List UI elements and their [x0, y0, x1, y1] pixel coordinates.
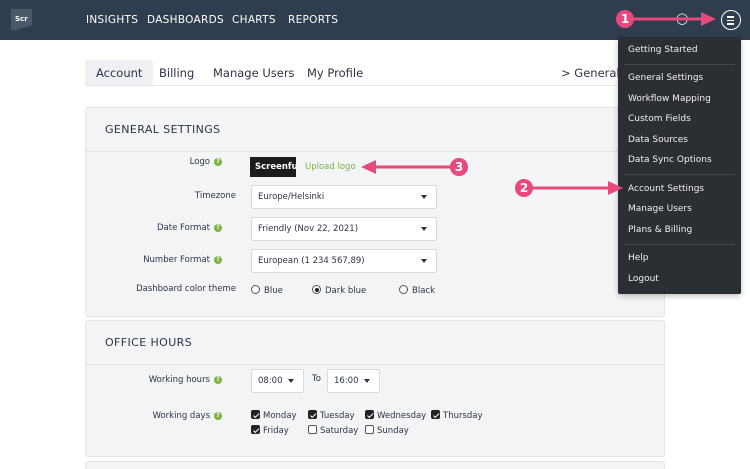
menu-item-custom-fields[interactable]: Custom Fields [628, 114, 691, 124]
menu-item-logout[interactable]: Logout [628, 274, 659, 284]
office-hours-title: OFFICE HOURS [105, 336, 193, 349]
day-checkbox-wednesday[interactable]: Wednesday [365, 410, 426, 421]
tab-manage-users[interactable]: Manage Users [213, 66, 295, 80]
settings-dropdown-menu: Getting Started General Settings Workflo… [618, 37, 741, 294]
theme-radio-blue[interactable]: Blue [251, 285, 283, 296]
menu-item-data-sources[interactable]: Data Sources [628, 135, 688, 145]
menu-divider [624, 244, 735, 245]
number-format-select[interactable]: European (1 234 567,89) [251, 249, 437, 273]
app-logo[interactable]: Scr [11, 9, 32, 30]
nav-reports[interactable]: REPORTS [288, 14, 339, 26]
annotation-arrow-2-head [608, 181, 623, 195]
nav-insights[interactable]: INSIGHTS [86, 14, 139, 26]
day-checkbox-tuesday[interactable]: Tuesday [308, 410, 355, 421]
day-checkbox-monday[interactable]: Monday [251, 410, 297, 421]
theme-radio-black[interactable]: Black [399, 285, 435, 296]
help-icon: ? [214, 157, 222, 166]
timezone-label: Timezone [194, 191, 236, 201]
working-hours-label: Working hours? [72, 375, 222, 385]
annotation-badge-3: 3 [450, 158, 468, 176]
annotation-arrow-1-head [701, 12, 716, 26]
annotation-badge-1: 1 [616, 10, 634, 28]
menu-item-data-sync-options[interactable]: Data Sync Options [628, 155, 712, 165]
annotation-arrow-3-head [361, 160, 376, 174]
date-format-select[interactable]: Friendly (Nov 22, 2021) [251, 217, 437, 241]
help-icon: ? [214, 411, 222, 420]
menu-item-manage-users[interactable]: Manage Users [628, 204, 692, 214]
day-checkbox-saturday[interactable]: Saturday [308, 425, 358, 436]
tab-general-settings[interactable]: > General S [561, 66, 631, 80]
day-checkbox-friday[interactable]: Friday [251, 425, 289, 436]
day-checkbox-thursday[interactable]: Thursday [431, 410, 483, 421]
menu-item-getting-started[interactable]: Getting Started [628, 45, 698, 55]
tab-account[interactable]: Account [85, 60, 154, 86]
help-icon: ? [214, 255, 222, 264]
menu-item-help[interactable]: Help [628, 253, 649, 263]
tab-my-profile[interactable]: My Profile [307, 66, 364, 80]
chevron-down-icon [421, 227, 427, 231]
brand-logo: Screenful [250, 157, 296, 177]
upload-logo-link[interactable]: Upload logo [305, 162, 356, 172]
day-checkbox-sunday[interactable]: Sunday [365, 425, 409, 436]
date-format-label: Date Format? [72, 223, 222, 233]
menu-item-workflow-mapping[interactable]: Workflow Mapping [628, 94, 711, 104]
to-label: To [312, 374, 321, 384]
help-icon: ? [214, 223, 222, 232]
chevron-down-icon [421, 259, 427, 263]
menu-item-plans-billing[interactable]: Plans & Billing [628, 225, 693, 235]
nav-dashboards[interactable]: DASHBOARDS [147, 14, 224, 26]
number-format-label: Number Format? [72, 255, 222, 265]
panel-divider [86, 364, 664, 365]
tab-underline [85, 85, 665, 86]
chevron-down-icon [364, 379, 370, 383]
working-days-label: Working days? [72, 411, 222, 421]
hours-to-select[interactable]: 16:00 [327, 369, 380, 393]
menu-item-account-settings[interactable]: Account Settings [628, 184, 705, 194]
hamburger-menu-button[interactable] [721, 10, 741, 30]
theme-label: Dashboard color theme [136, 284, 236, 294]
logo-label: Logo? [72, 157, 222, 167]
menu-divider [624, 174, 735, 175]
theme-radio-dark-blue[interactable]: Dark blue [312, 285, 366, 296]
timezone-select[interactable]: Europe/Helsinki [251, 185, 437, 209]
menu-divider [624, 64, 735, 65]
general-settings-title: GENERAL SETTINGS [105, 123, 221, 136]
next-panel [85, 461, 665, 469]
tab-billing[interactable]: Billing [159, 66, 195, 80]
general-settings-panel: GENERAL SETTINGS [85, 107, 665, 317]
annotation-badge-2: 2 [515, 179, 533, 197]
hours-from-select[interactable]: 08:00 [251, 369, 304, 393]
nav-charts[interactable]: CHARTS [232, 14, 276, 26]
menu-item-general-settings[interactable]: General Settings [628, 73, 704, 83]
chevron-down-icon [421, 195, 427, 199]
chevron-down-icon [288, 379, 294, 383]
panel-divider [86, 151, 664, 152]
help-icon: ? [214, 375, 222, 384]
